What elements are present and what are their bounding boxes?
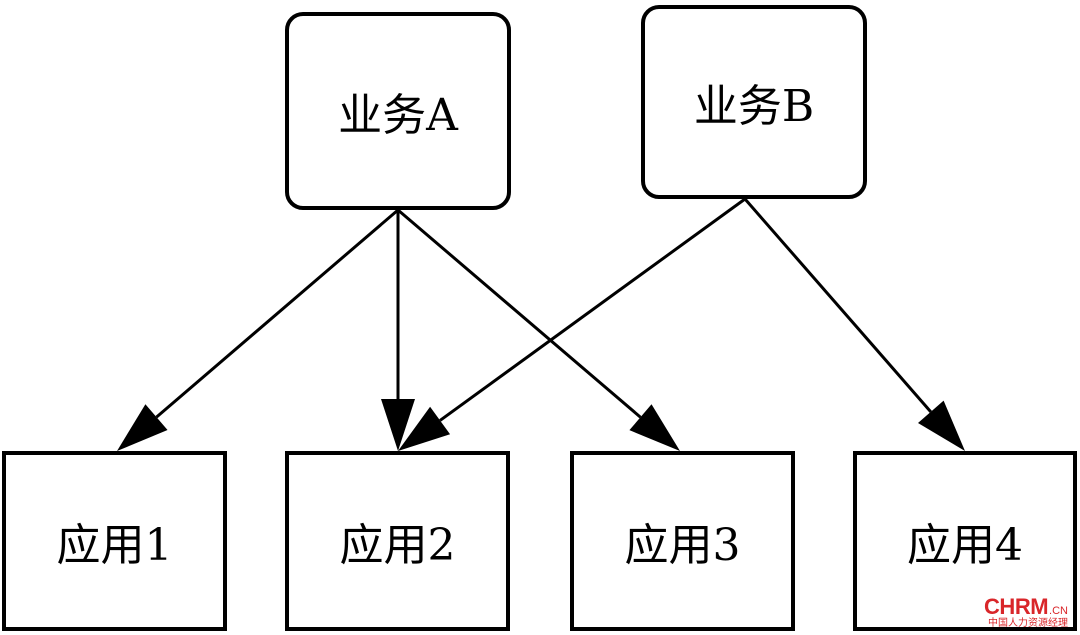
edge-biz-b-to-app-2 [439, 197, 746, 422]
diagram-edges [117, 197, 965, 451]
application-node-4: 应用4 [853, 451, 1077, 631]
edge-biz-a-to-app-3 [397, 208, 642, 419]
arrowhead-biz-a-to-app-2 [381, 399, 415, 451]
watermark-sub-text: 中国人力资源经理 [988, 618, 1068, 629]
application-node-1-label: 应用1 [56, 520, 173, 571]
arrowhead-biz-b-to-app-4 [917, 400, 965, 451]
business-node-b-label: 业务B [693, 81, 815, 132]
arrowhead-biz-a-to-app-3 [629, 404, 680, 451]
chrm-watermark: CHRM.CN 中国人力资源经理 [984, 596, 1068, 629]
application-node-1: 应用1 [2, 451, 227, 631]
application-node-3: 应用3 [570, 451, 795, 631]
application-node-2-label: 应用2 [339, 520, 456, 571]
watermark-suffix-text: .CN [1049, 605, 1068, 617]
arrowhead-biz-b-to-app-2 [398, 406, 451, 451]
application-node-4-label: 应用4 [907, 520, 1023, 571]
application-node-3-label: 应用3 [624, 520, 741, 571]
edge-biz-b-to-app-4 [743, 198, 932, 413]
watermark-main-text: CHRM [984, 594, 1049, 619]
business-node-a-label: 业务A [338, 90, 458, 141]
application-node-2: 应用2 [285, 451, 510, 631]
edge-biz-a-to-app-1 [155, 208, 399, 419]
business-node-b: 业务B [641, 5, 867, 199]
business-node-a: 业务A [285, 12, 511, 210]
arrowhead-biz-a-to-app-1 [117, 404, 168, 451]
